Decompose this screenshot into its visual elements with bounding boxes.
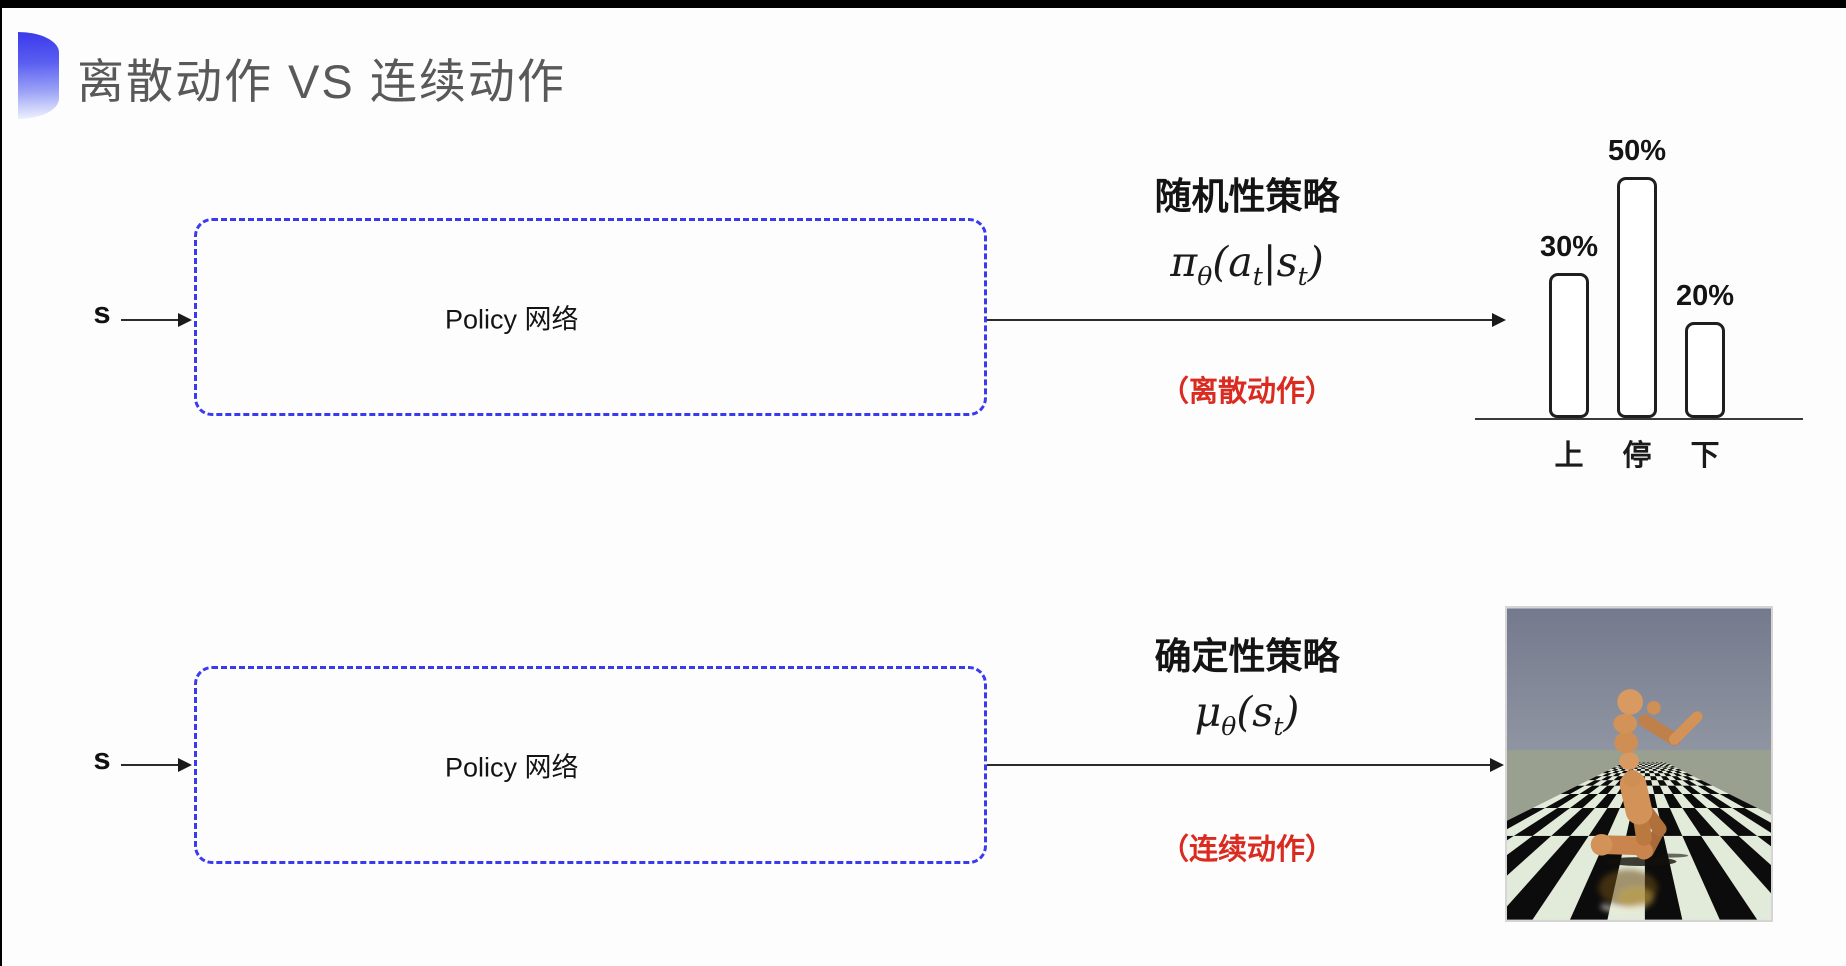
humanoid-robot-figure (1590, 689, 1703, 860)
sky (1507, 608, 1771, 753)
formula-text: ) (1307, 238, 1324, 286)
formula-text: (a (1212, 238, 1253, 286)
policy-network-box: Policy 网络 (194, 218, 987, 416)
deterministic-policy-title: 确定性策略 (1154, 636, 1340, 677)
state-input-label: s (93, 295, 111, 330)
input-arrow-icon (121, 758, 192, 772)
formula-subscript: t (1297, 262, 1308, 292)
policy-network-box: Policy 网络 (194, 666, 987, 864)
robot-reflection (1598, 869, 1658, 913)
prob-category-label: 上 (1554, 440, 1584, 472)
output-arrow-icon (987, 758, 1504, 772)
formula-subscript: t (1273, 712, 1284, 742)
humanoid-simulation-image (1505, 606, 1773, 922)
action-probability-chart: 30% 上 50% 停 20% 下 (1475, 118, 1805, 478)
prob-category-label: 停 (1622, 440, 1652, 472)
formula-subscript: θ (1221, 712, 1237, 742)
formula-text: (s (1236, 688, 1274, 736)
chart-baseline (1475, 418, 1803, 420)
prob-bar-停 (1617, 177, 1657, 418)
prob-bar-上 (1549, 273, 1589, 418)
humanoid-scene (1507, 608, 1771, 920)
formula-text: ) (1283, 688, 1300, 736)
horizon-haze (1507, 750, 1771, 761)
formula-text: |s (1262, 238, 1298, 286)
stochastic-policy-title: 随机性策略 (1154, 176, 1340, 217)
state-input-label: s (93, 741, 111, 776)
robot-shadow (1605, 853, 1689, 866)
formula-subscript: t (1252, 262, 1263, 292)
slide-canvas: 离散动作 VS 连续动作 s Policy 网络 随机性策略 πθ(at|st)… (2, 8, 1846, 966)
output-arrow-icon (987, 313, 1506, 327)
stochastic-policy-formula: πθ(at|st) (1042, 238, 1452, 291)
formula-subscript: θ (1197, 262, 1213, 292)
deterministic-policy-formula: μθ(st) (1042, 688, 1452, 741)
policy-network-label: Policy 网络 (445, 752, 579, 783)
policy-network-label: Policy 网络 (445, 304, 579, 335)
continuous-action-note: （连续动作） (1159, 834, 1334, 866)
discrete-action-note: （离散动作） (1159, 376, 1334, 408)
prob-bar-下 (1685, 322, 1725, 418)
prob-value-label: 50% (1607, 135, 1667, 167)
formula-symbol: π (1170, 238, 1198, 286)
title-accent-icon (18, 32, 59, 119)
prob-value-label: 20% (1675, 280, 1735, 312)
formula-symbol: μ (1194, 688, 1222, 736)
input-arrow-icon (121, 313, 192, 327)
prob-category-label: 下 (1690, 440, 1720, 472)
page-title: 离散动作 VS 连续动作 (77, 55, 566, 108)
prob-value-label: 30% (1539, 231, 1599, 263)
